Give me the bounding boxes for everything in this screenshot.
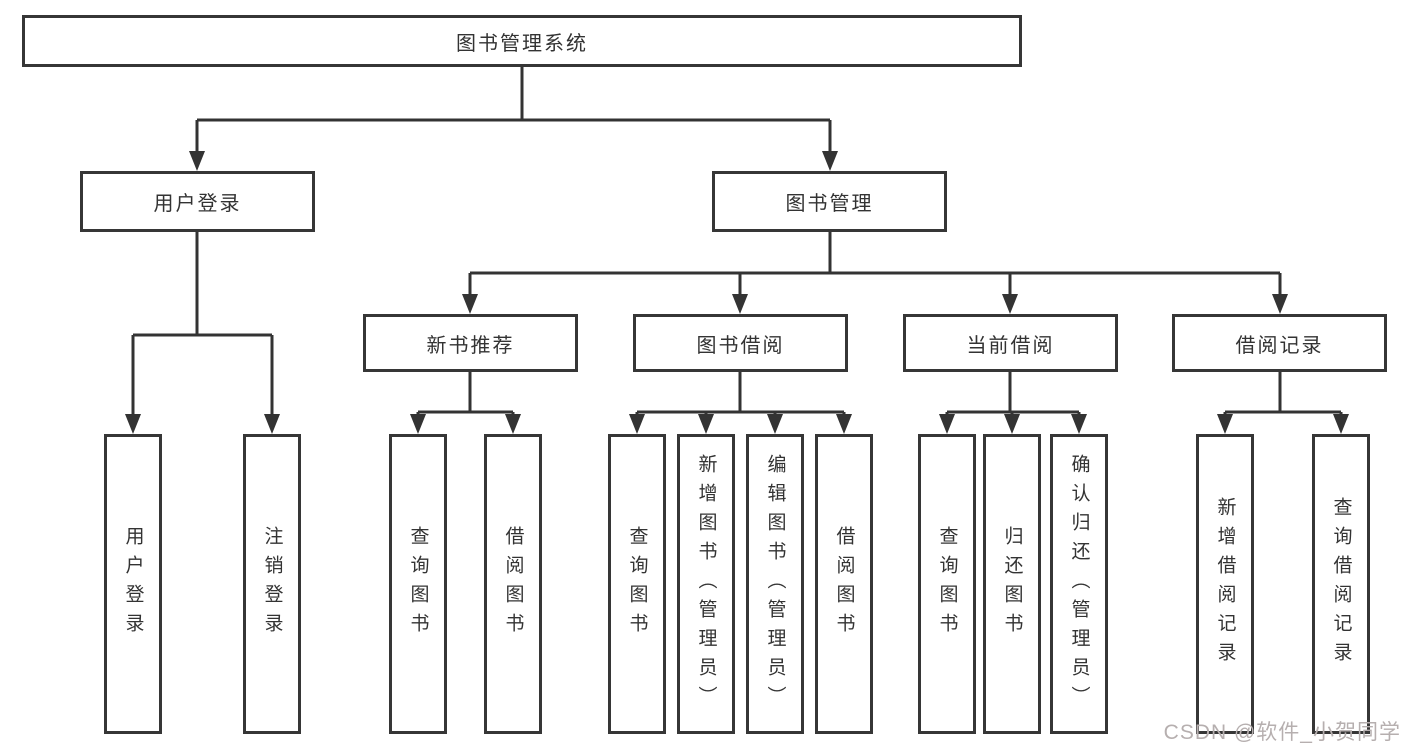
leaf-borrow-books-recommend-label: 借阅图书 (502, 526, 524, 642)
connector-new-book-children (410, 371, 521, 434)
connector-root-branches (189, 67, 838, 171)
connector-current-children (939, 371, 1087, 434)
node-current-borrowing: 当前借阅 (903, 314, 1118, 372)
connector-user-login-children (125, 232, 280, 434)
leaf-edit-books-admin-label: 编辑图书（管理员） (764, 453, 786, 715)
leaf-query-books-current-label: 查询图书 (936, 526, 958, 642)
leaf-query-books-recommend-label: 查询图书 (407, 526, 429, 642)
leaf-query-books-current: 查询图书 (918, 434, 976, 734)
leaf-logout-label: 注销登录 (261, 526, 283, 642)
leaf-logout: 注销登录 (243, 434, 301, 734)
csdn-watermark: CSDN @软件_小贺同学 (1163, 721, 1401, 744)
node-book-management-label: 图书管理 (785, 193, 874, 215)
leaf-query-borrow-record: 查询借阅记录 (1312, 434, 1370, 734)
leaf-user-login: 用户登录 (104, 434, 162, 734)
leaf-confirm-return-admin-label: 确认归还（管理员） (1068, 453, 1090, 715)
node-user-login: 用户登录 (80, 171, 315, 232)
leaf-borrow-books: 借阅图书 (815, 434, 873, 734)
node-user-login-label: 用户登录 (153, 193, 242, 215)
leaf-borrow-books-label: 借阅图书 (833, 526, 855, 642)
node-borrow-records-label: 借阅记录 (1235, 334, 1324, 357)
node-root: 图书管理系统 (22, 15, 1022, 67)
connector-book-mgmt-children (462, 232, 1288, 314)
leaf-query-books-borrowing-label: 查询图书 (626, 526, 648, 642)
leaf-query-books-borrowing: 查询图书 (608, 434, 666, 734)
leaf-confirm-return-admin: 确认归还（管理员） (1050, 434, 1108, 734)
leaf-edit-books-admin: 编辑图书（管理员） (746, 434, 804, 734)
connector-records-children (1217, 371, 1349, 434)
connector-borrowing-children (629, 371, 852, 434)
leaf-add-borrow-record: 新增借阅记录 (1196, 434, 1254, 734)
leaf-add-books-admin-label: 新增图书（管理员） (695, 453, 717, 715)
leaf-return-books: 归还图书 (983, 434, 1041, 734)
leaf-return-books-label: 归还图书 (1001, 526, 1023, 642)
node-borrow-records: 借阅记录 (1172, 314, 1387, 372)
node-current-borrowing-label: 当前借阅 (966, 334, 1055, 357)
node-new-book-recommend: 新书推荐 (363, 314, 578, 372)
leaf-query-borrow-record-label: 查询借阅记录 (1330, 497, 1352, 671)
node-book-borrowing-label: 图书借阅 (696, 334, 785, 357)
leaf-borrow-books-recommend: 借阅图书 (484, 434, 542, 734)
leaf-user-login-label: 用户登录 (122, 526, 144, 642)
node-new-book-recommend-label: 新书推荐 (426, 334, 515, 357)
node-book-borrowing: 图书借阅 (633, 314, 848, 372)
node-book-management: 图书管理 (712, 171, 947, 232)
leaf-add-borrow-record-label: 新增借阅记录 (1214, 497, 1236, 671)
leaf-add-books-admin: 新增图书（管理员） (677, 434, 735, 734)
node-root-label: 图书管理系统 (456, 32, 588, 55)
leaf-query-books-recommend: 查询图书 (389, 434, 447, 734)
